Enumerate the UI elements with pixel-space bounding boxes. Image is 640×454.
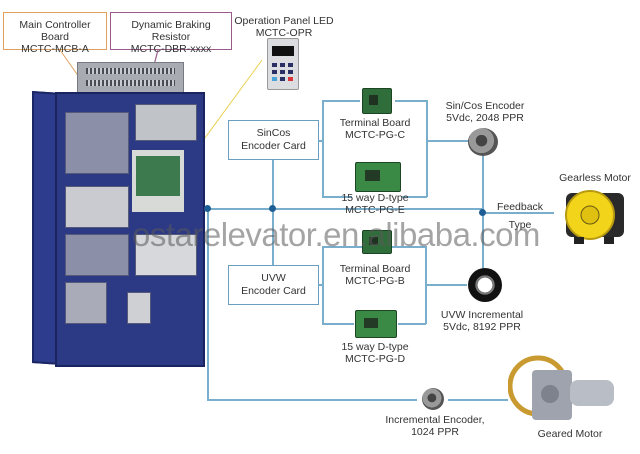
pg-b-board-image (362, 230, 392, 254)
braking-resistor-image (77, 62, 184, 96)
sincos-card-line1: SinCos (256, 127, 291, 139)
braking-resistor-model: MCTC-DBR-xxxx (130, 43, 212, 55)
uvw-bracket-left (322, 246, 324, 324)
gearless-motor-label: Gearless Motor (559, 172, 631, 184)
pg-d-line2: MCTC-PG-D (344, 353, 406, 365)
pg-d-label: 15 way D-type MCTC-PG-D (322, 341, 428, 365)
operation-panel-model: MCTC-OPR (255, 27, 313, 39)
pg-b-line2: MCTC-PG-B (345, 275, 405, 287)
pg-e-line1: 15 way D-type (341, 192, 409, 204)
main-controller-callout: Main Controller Board MCTC-MCB-A (3, 12, 107, 55)
uvw-encoder-label: UVW Incremental 5Vdc, 8192 PPR (432, 309, 532, 333)
incremental-encoder-image (422, 388, 444, 410)
pg-e-line2: MCTC-PG-E (345, 204, 405, 216)
bus-line-vertical (207, 207, 209, 400)
sincos-encoder-line1: Sin/Cos Encoder (445, 100, 525, 112)
sincos-bracket-right (426, 100, 428, 197)
uvw-encoder-image (468, 268, 502, 302)
pg-c-label: Terminal Board MCTC-PG-C (322, 117, 428, 141)
pg-c-line2: MCTC-PG-C (344, 129, 406, 141)
uvw-bottom-left (322, 323, 354, 325)
sincos-bracket-left (322, 100, 324, 197)
uvw-card-line1: UVW (261, 272, 286, 284)
geared-line-right (448, 399, 508, 401)
braking-resistor-title: Dynamic Braking Resistor (131, 19, 211, 43)
uvw-card-line2: Encoder Card (241, 285, 306, 297)
sincos-encoder-image (468, 128, 498, 156)
bus-line-horizontal (207, 208, 482, 210)
pg-e-label: 15 way D-type MCTC-PG-E (322, 192, 428, 216)
uvw-top-right (392, 246, 426, 248)
incremental-encoder-line1: Incremental Encoder, (385, 414, 485, 426)
operation-panel-device (267, 38, 299, 90)
sincos-encoder-label: Sin/Cos Encoder 5Vdc, 2048 PPR (430, 100, 540, 124)
pg-d-board-image (355, 310, 397, 338)
operation-panel-title: Operation Panel LED (234, 15, 334, 27)
cards-node-dot (269, 205, 276, 212)
sincos-bottom-left (322, 196, 352, 198)
pg-b-line1: Terminal Board (339, 263, 411, 275)
bus-node-dot (204, 205, 211, 212)
uvw-bottom-right (398, 323, 426, 325)
sincos-top-right (395, 100, 427, 102)
geared-motor-image (508, 355, 614, 420)
sincos-stub (318, 140, 323, 142)
sincos-to-encoder (426, 140, 478, 142)
main-controller-model: MCTC-MCB-A (21, 43, 89, 55)
sincos-top-left (322, 100, 360, 102)
sincos-bottom-right (402, 196, 427, 198)
geared-line-left (207, 399, 417, 401)
feedback-line2: Type (508, 219, 532, 231)
uvw-encoder-line1: UVW Incremental (440, 309, 524, 321)
operation-panel-label: Operation Panel LED MCTC-OPR (234, 15, 334, 39)
incremental-encoder-line2: 1024 PPR (411, 426, 459, 438)
feedback-line1: Feedback (496, 201, 544, 213)
pg-e-board-image (355, 162, 401, 192)
main-controller-board-image (132, 150, 184, 212)
uvw-to-encoder (425, 284, 467, 286)
main-controller-title: Main Controller Board (19, 19, 91, 43)
gearless-motor-image (565, 190, 624, 244)
pg-d-line1: 15 way D-type (341, 341, 409, 353)
sincos-encoder-line2: 5Vdc, 2048 PPR (446, 112, 524, 124)
pg-c-line1: Terminal Board (339, 117, 411, 129)
pg-c-board-image (362, 88, 392, 114)
incremental-encoder-label: Incremental Encoder, 1024 PPR (380, 414, 490, 438)
braking-resistor-callout: Dynamic Braking Resistor MCTC-DBR-xxxx (110, 12, 232, 55)
uvw-stub (318, 284, 323, 286)
uvw-encoder-line2: 5Vdc, 8192 PPR (443, 321, 521, 333)
feedback-horizontal (482, 212, 554, 214)
sincos-encoder-card: SinCos Encoder Card (228, 120, 319, 160)
sincos-card-line2: Encoder Card (241, 140, 306, 152)
controller-cabinet-image (55, 92, 205, 367)
pg-b-label: Terminal Board MCTC-PG-B (322, 263, 428, 287)
watermark-text: ostarelevator.en.alibaba.com (132, 216, 540, 253)
feedback-node-dot (479, 209, 486, 216)
feedback-type-label: Feedback Type (490, 200, 550, 232)
uvw-encoder-card: UVW Encoder Card (228, 265, 319, 305)
geared-motor-label: Geared Motor (537, 428, 603, 440)
uvw-top-left (322, 246, 362, 248)
